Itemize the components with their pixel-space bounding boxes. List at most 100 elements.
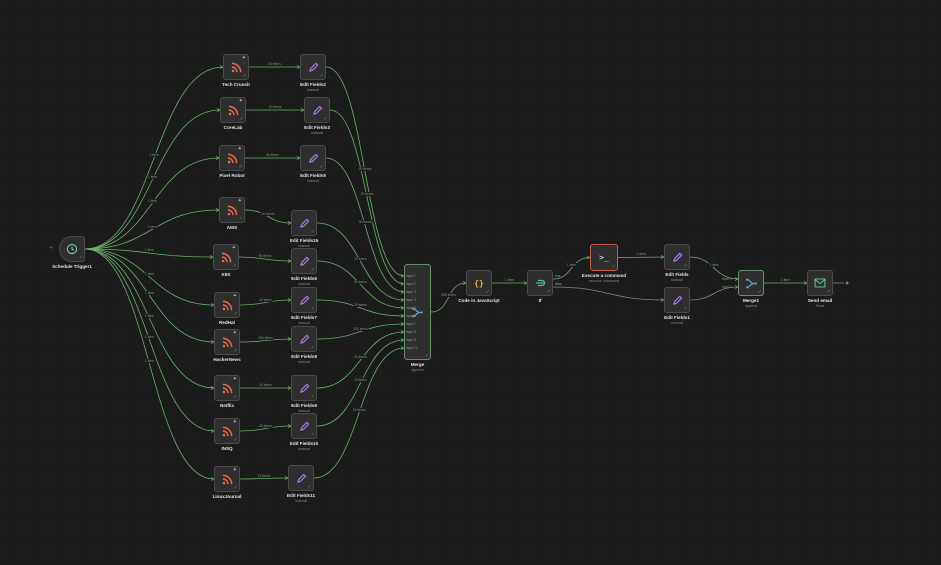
success-check-icon: ✓	[233, 394, 238, 400]
node-subtitle: manual	[671, 278, 683, 282]
connection-ef6-merge[interactable]	[316, 260, 405, 309]
node-rss6[interactable]: ✓✦	[214, 292, 240, 318]
node-ef8[interactable]: ✓	[291, 326, 317, 352]
node-label: Netflix	[219, 403, 235, 408]
connection-trigger-rss4[interactable]	[84, 209, 220, 250]
node-code[interactable]: {}✓	[466, 270, 492, 296]
connection-item-count: 20 items	[353, 303, 368, 307]
connection-ef8-merge[interactable]	[316, 323, 405, 340]
connection-trigger-rss7[interactable]	[84, 248, 215, 343]
connection-exec-efA[interactable]	[617, 256, 665, 258]
connection-trigger-rss2[interactable]	[84, 109, 221, 250]
rss-icon	[224, 55, 248, 79]
connection-trigger-rss10[interactable]	[84, 248, 215, 480]
node-efA[interactable]: ✓	[664, 244, 690, 270]
connection-item-count: 20 items	[258, 297, 273, 302]
add-trigger-plus-icon[interactable]: +	[48, 244, 54, 252]
connection-rss6-ef7[interactable]	[239, 299, 292, 306]
trigger-bolt-icon: ✦	[237, 146, 242, 152]
connection-ef9-merge[interactable]	[316, 331, 405, 389]
connection-rss9-ef10[interactable]	[239, 425, 292, 432]
connection-trigger-rss8[interactable]	[84, 248, 215, 389]
connection-item-count: 200 items	[352, 326, 369, 331]
connection-trigger-rss1[interactable]	[84, 66, 224, 250]
connection-trigger-rss6[interactable]	[84, 248, 215, 306]
connection-ef3-merge[interactable]	[329, 109, 405, 285]
node-ef11[interactable]: ✓	[288, 465, 314, 491]
node-efB[interactable]: ✓	[664, 287, 690, 313]
node-label: RedHat	[218, 320, 236, 325]
rss-icon	[215, 293, 239, 317]
node-ef7[interactable]: ✓	[291, 287, 317, 313]
node-email[interactable]: ✓	[807, 270, 833, 296]
node-merge[interactable]: ✓	[404, 264, 431, 360]
connection-item-count: 1 item	[143, 290, 156, 295]
success-check-icon: ✓	[233, 485, 238, 491]
node-rss4[interactable]: ✓✦	[219, 197, 245, 223]
connection-rss5-ef6[interactable]	[238, 256, 292, 262]
connection-rss10-ef11[interactable]	[239, 477, 289, 480]
node-label: Edit Fields11	[286, 493, 316, 498]
edit-icon	[305, 98, 329, 122]
node-label: K8S	[221, 272, 231, 277]
node-merge1[interactable]: ✓	[738, 270, 764, 296]
node-ef5[interactable]: ✓	[300, 145, 326, 171]
rss-icon	[214, 245, 238, 269]
connection-ef7-merge[interactable]	[316, 299, 405, 317]
node-rss10[interactable]: ✓✦	[214, 466, 240, 492]
connection-efA-merge1[interactable]	[689, 256, 739, 280]
connection-rss7-ef8[interactable]	[239, 338, 292, 343]
code-icon: {}	[474, 278, 484, 288]
merge-input-label: Input 6	[406, 314, 416, 318]
node-label: Execute a command	[581, 273, 627, 278]
connection-ef11-merge[interactable]	[313, 347, 405, 479]
connection-item-count: 1 item	[143, 248, 155, 252]
connection-efB-merge1[interactable]	[689, 286, 739, 301]
connection-if-efB[interactable]	[552, 286, 665, 301]
connection-trigger-rss5[interactable]	[84, 248, 214, 258]
node-ef2[interactable]: ✓	[300, 54, 326, 80]
connection-if-exec[interactable]	[552, 257, 591, 280]
node-label: Edit Fields9	[291, 403, 317, 408]
trigger-bolt-icon: ✦	[232, 467, 237, 473]
connection-item-count: 20 items	[359, 192, 375, 196]
node-rss2[interactable]: ✓✦	[220, 97, 246, 123]
edit-icon	[665, 245, 689, 269]
node-label: Edit Fields1	[664, 315, 690, 320]
add-node-port[interactable]	[845, 281, 849, 285]
connection-ef2-merge[interactable]	[325, 66, 405, 277]
node-rss9[interactable]: ✓✦	[214, 418, 240, 444]
connection-ef10-merge[interactable]	[316, 339, 405, 427]
success-check-icon: ✓	[238, 164, 243, 170]
node-rss7[interactable]: ✓✦	[214, 329, 240, 355]
merge-input-label: Input 10	[406, 346, 418, 350]
node-if[interactable]: ✓	[527, 270, 553, 296]
node-ef6[interactable]: ✓	[291, 248, 317, 274]
node-subtitle: manual	[671, 321, 683, 325]
terminal-icon: >_	[599, 253, 609, 262]
success-check-icon: ✓	[683, 263, 688, 269]
connection-rss4-ef15[interactable]	[244, 209, 292, 224]
node-rss1[interactable]: ✓✦	[223, 54, 249, 80]
connection-merge-code[interactable]	[430, 282, 467, 313]
success-check-icon: ✓	[310, 267, 315, 273]
connection-trigger-rss3[interactable]	[84, 157, 220, 250]
node-ef3[interactable]: ✓	[304, 97, 330, 123]
node-rss8[interactable]: ✓✦	[214, 375, 240, 401]
node-ef10[interactable]: ✓	[291, 413, 317, 439]
node-trigger[interactable]: ✓	[59, 236, 85, 262]
success-check-icon: ✓	[239, 116, 244, 122]
connection-ef15-merge[interactable]	[316, 222, 405, 301]
node-rss5[interactable]: ✓✦	[213, 244, 239, 270]
connection-trigger-rss9[interactable]	[84, 248, 215, 432]
node-exec[interactable]: >_✓	[590, 244, 618, 271]
connection-item-count: 1 item	[708, 263, 720, 267]
connection-ef5-merge[interactable]	[325, 157, 405, 293]
node-ef9[interactable]: ✓	[291, 375, 317, 401]
node-rss3[interactable]: ✓✦	[219, 145, 245, 171]
if-output-label: false	[555, 282, 562, 286]
node-ef15[interactable]: ✓	[291, 210, 317, 236]
trigger-bolt-icon: ✦	[241, 55, 246, 61]
